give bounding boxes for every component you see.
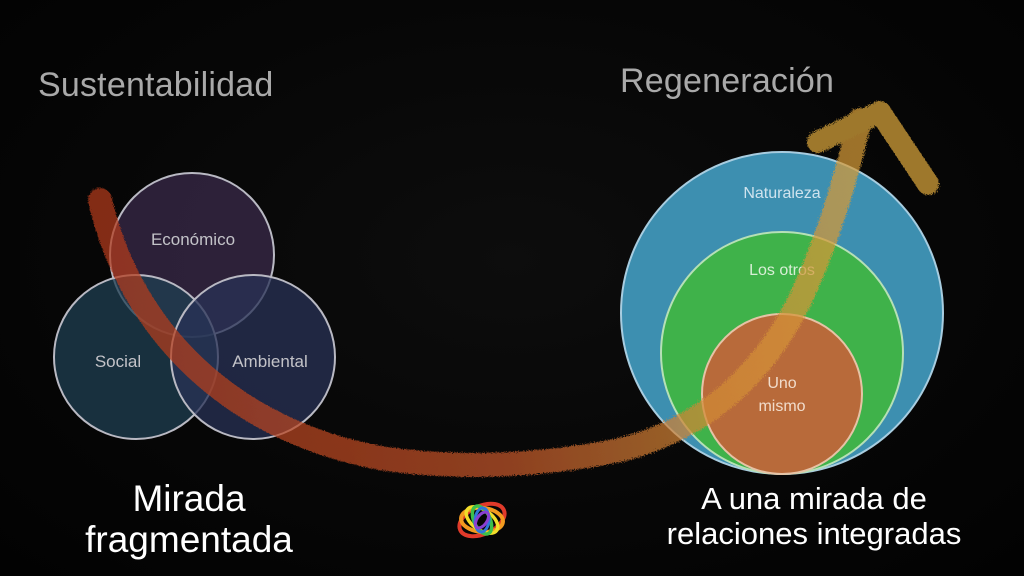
caption-left-line2: fragmentada (85, 519, 293, 561)
venn-label-economico: Económico (151, 230, 235, 249)
caption-right-line1: A una mirada de (701, 481, 927, 516)
venn-label-social: Social (95, 352, 141, 371)
title-regeneracion: Regeneración (620, 62, 835, 100)
caption-relaciones-integradas: A una mirada de relaciones integradas (634, 481, 994, 551)
caption-left-line1: Mirada (132, 478, 246, 519)
label-uno-mismo-line1: Uno (767, 375, 796, 392)
arrow-stroke (88, 108, 872, 477)
title-sustentabilidad: Sustentabilidad (38, 66, 274, 104)
venn-label-ambiental: Ambiental (232, 352, 308, 371)
transition-arrow (88, 101, 939, 477)
label-naturaleza: Naturaleza (743, 185, 820, 202)
label-uno-mismo-line2: mismo (758, 398, 805, 415)
rainbow-swirl-logo-icon (457, 501, 507, 539)
caption-mirada-fragmentada: Mirada fragmentada (44, 478, 334, 561)
arrow-head (807, 101, 939, 195)
caption-right-line2: relaciones integradas (666, 515, 962, 551)
